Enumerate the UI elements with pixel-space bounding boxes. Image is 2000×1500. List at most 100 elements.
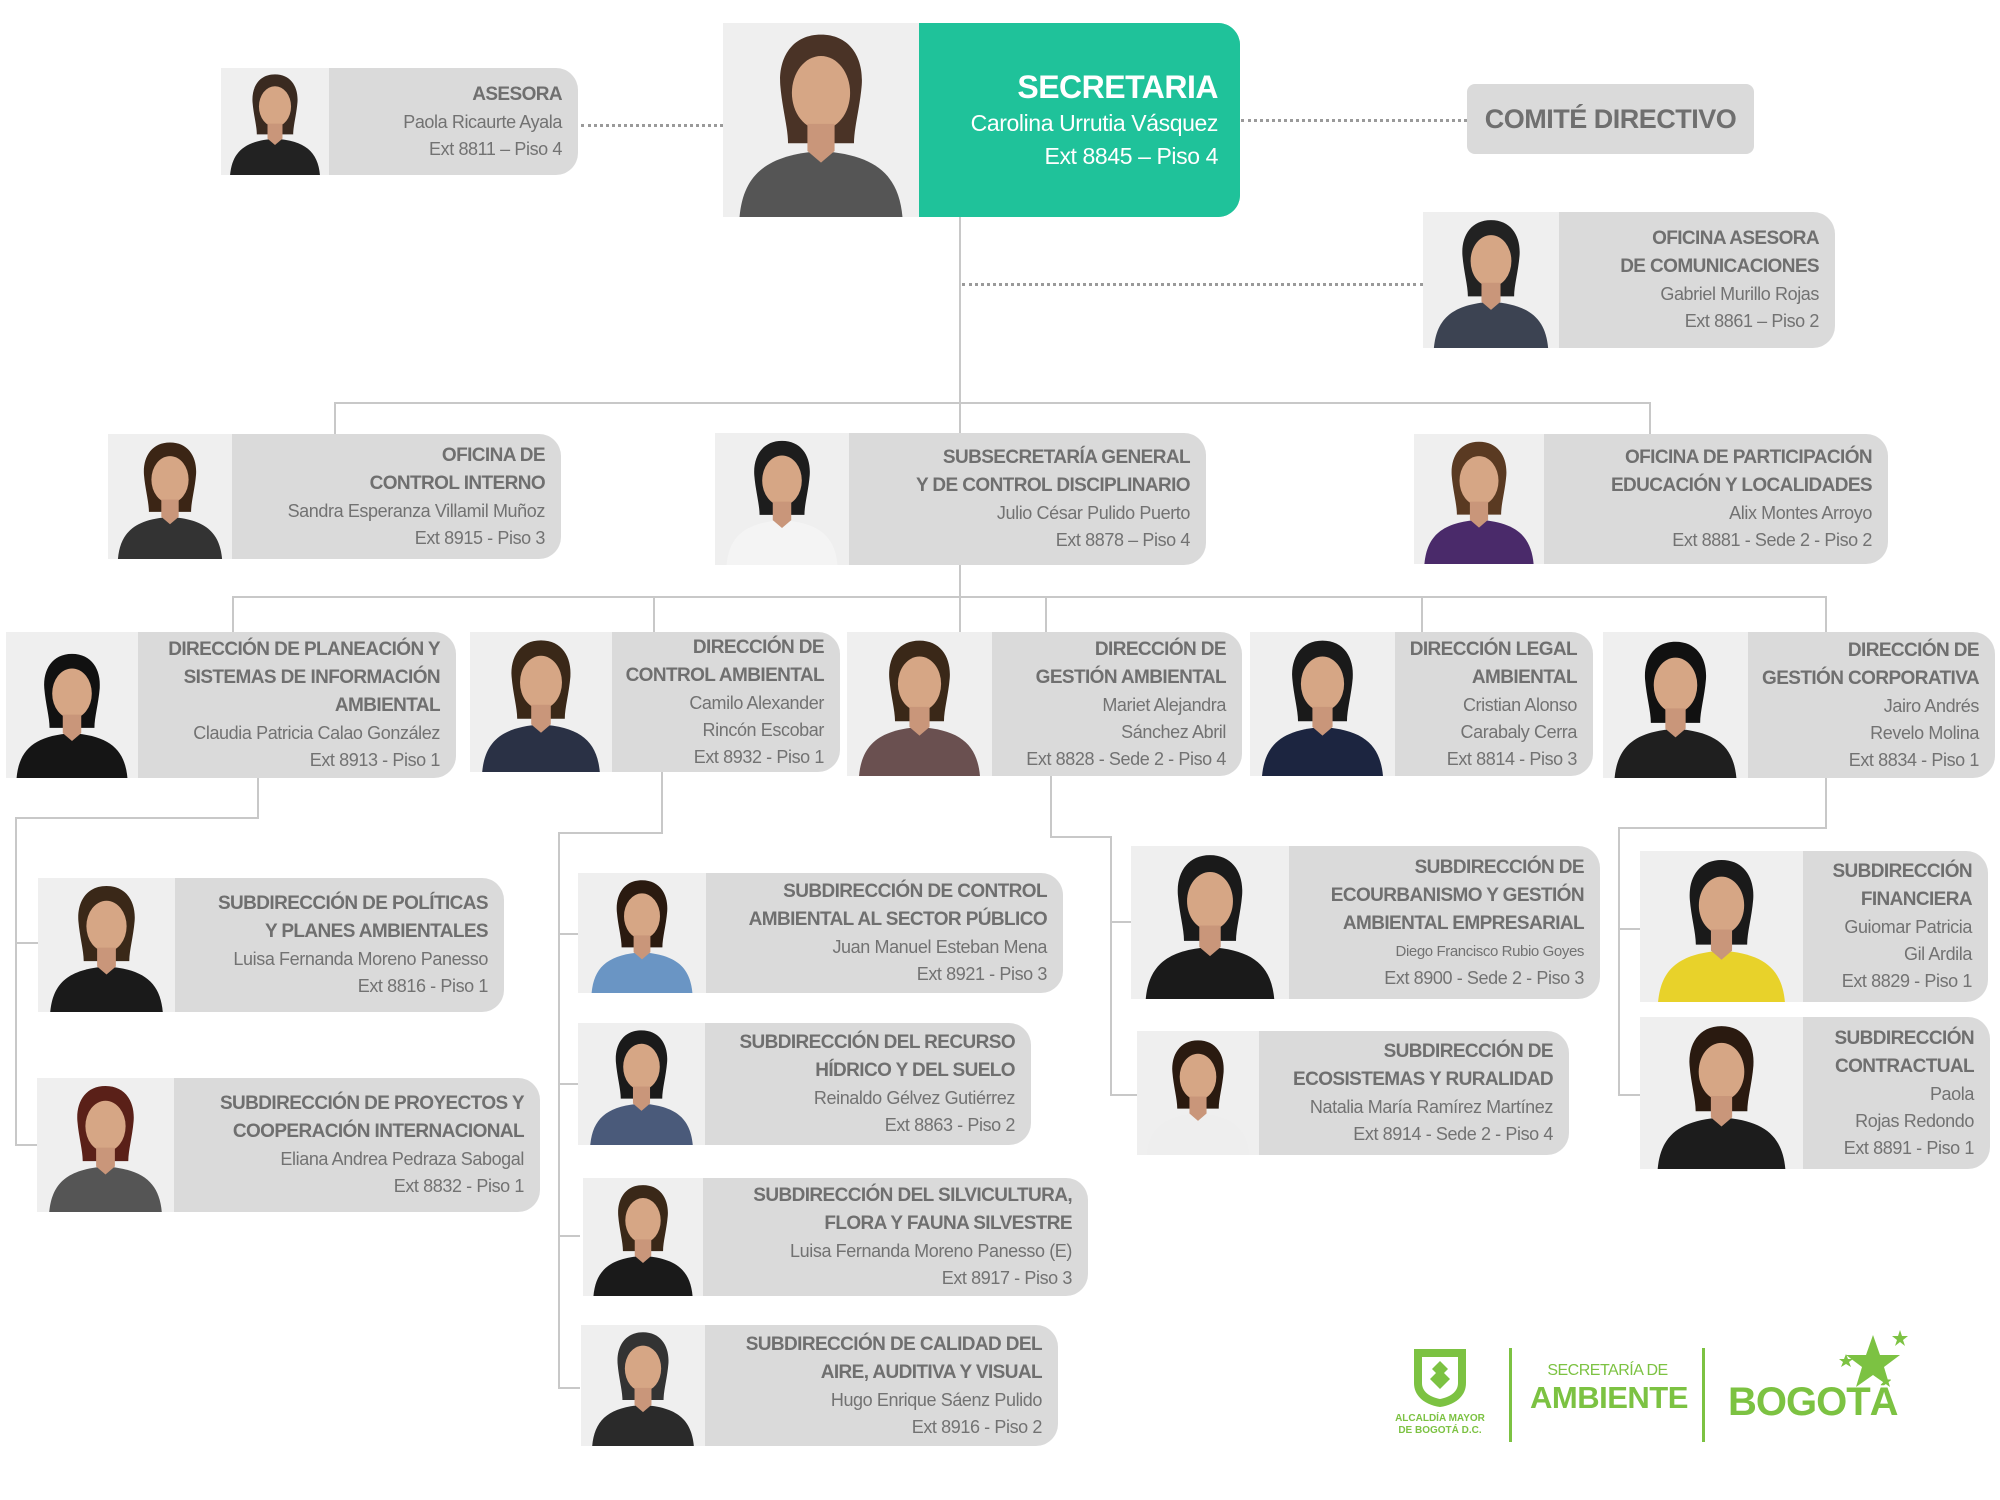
unit-title: FINANCIERA [1860, 889, 1973, 910]
connector-line [1110, 921, 1132, 923]
comite-directivo-box[interactable]: COMITÉ DIRECTIVO [1467, 84, 1754, 154]
person-photo [723, 23, 919, 217]
coat-of-arms-icon [1414, 1349, 1466, 1407]
extension-info: Ext 8913 - Piso 1 [309, 750, 441, 770]
unit-title: COOPERACIÓN INTERNACIONAL [232, 1121, 525, 1142]
extension-info: Ext 8916 - Piso 2 [911, 1416, 1043, 1437]
unit-title: CONTROL AMBIENTAL [625, 664, 825, 686]
connector-line [1110, 836, 1112, 1094]
person-avatar-icon [726, 440, 838, 565]
extension-info: Ext 8863 - Piso 2 [884, 1115, 1016, 1135]
connector-line [558, 1235, 580, 1237]
extension-info: Ext 8845 – Piso 4 [1044, 143, 1219, 169]
person-name: Revelo Molina [1870, 722, 1979, 743]
person-name: Carabaly Cerra [1460, 721, 1578, 742]
unit-title: AMBIENTAL [1471, 666, 1578, 688]
unit-title: OFICINA DE PARTICIPACIÓN [1624, 447, 1873, 468]
unit-title: SUBDIRECCIÓN DE CALIDAD DEL [745, 1333, 1043, 1355]
connector-line [1618, 1094, 1640, 1096]
person-photo [1250, 632, 1395, 776]
org-card-silvicultura[interactable]: SUBDIRECCIÓN DEL SILVICULTURA, FLORA Y FA… [583, 1178, 1088, 1296]
unit-title: FLORA Y FAUNA SILVESTRE [824, 1213, 1072, 1234]
unit-title: SUBDIRECCIÓN DEL SILVICULTURA, [753, 1185, 1072, 1206]
unit-title: SUBSECRETARÍA GENERAL [942, 447, 1191, 468]
extension-info: Ext 8878 – Piso 4 [1055, 530, 1191, 550]
person-name: Cristian Alonso [1462, 694, 1577, 715]
connector-line [653, 596, 655, 632]
unit-title: ECOSISTEMAS Y RURALIDAD [1293, 1069, 1554, 1090]
alcaldia-text-1: ALCALDÍA MAYOR [1395, 1413, 1485, 1424]
unit-title: AMBIENTAL EMPRESARIAL [1342, 912, 1585, 934]
person-avatar-icon [1424, 441, 1534, 564]
unit-title: SECRETARIA [1017, 69, 1218, 105]
connector-line [1618, 928, 1640, 930]
person-avatar-icon [117, 442, 223, 559]
unit-title: SUBDIRECCIÓN DEL RECURSO [739, 1032, 1015, 1053]
unit-title: OFICINA DE [441, 444, 546, 466]
person-name: Gabriel Murillo Rojas [1660, 284, 1819, 304]
person-name: Natalia María Ramírez Martínez [1309, 1097, 1553, 1117]
extension-info: Ext 8834 - Piso 1 [1848, 749, 1980, 770]
unit-title: DIRECCIÓN LEGAL [1409, 638, 1578, 660]
person-photo [1603, 632, 1748, 778]
unit-title: DIRECCIÓN DE [1094, 638, 1227, 660]
unit-title: DIRECCIÓN DE [1847, 639, 1980, 661]
connector-line [1618, 827, 1620, 1094]
person-avatar-icon [859, 640, 980, 776]
person-name: Rojas Redondo [1855, 1110, 1974, 1131]
connector-line [661, 772, 663, 832]
connector-line [232, 596, 1826, 598]
person-photo [470, 632, 612, 772]
extension-info: Ext 8915 - Piso 3 [414, 527, 546, 548]
unit-title: DIRECCIÓN DE [692, 636, 825, 658]
unit-title: GESTIÓN CORPORATIVA [1762, 667, 1980, 689]
connector-line [15, 1144, 39, 1146]
unit-title: Y PLANES AMBIENTALES [264, 921, 489, 942]
unit-title: CONTROL INTERNO [369, 472, 546, 494]
connector-line [558, 1083, 580, 1085]
person-avatar-icon [591, 880, 693, 993]
connector-line [1825, 596, 1827, 632]
person-name: Rincón Escobar [702, 719, 825, 740]
extension-info: Ext 8816 - Piso 1 [357, 976, 489, 996]
connector-line [1045, 596, 1047, 632]
person-name: Luisa Fernanda Moreno Panesso (E) [790, 1241, 1072, 1261]
connector-line [959, 596, 961, 632]
person-name: Diego Francisco Rubio Goyes [1395, 942, 1585, 960]
person-avatar-icon [1658, 860, 1785, 1002]
person-photo [1423, 212, 1559, 348]
unit-title: DE COMUNICACIONES [1620, 256, 1819, 277]
extension-info: Ext 8891 - Piso 1 [1843, 1137, 1975, 1158]
connector-line [558, 832, 663, 834]
dotted-connector [1241, 119, 1467, 122]
person-name: Mariet Alejandra [1102, 694, 1226, 715]
person-photo [715, 433, 849, 565]
bogota-text: BOGOTÁ [1728, 1380, 1899, 1424]
